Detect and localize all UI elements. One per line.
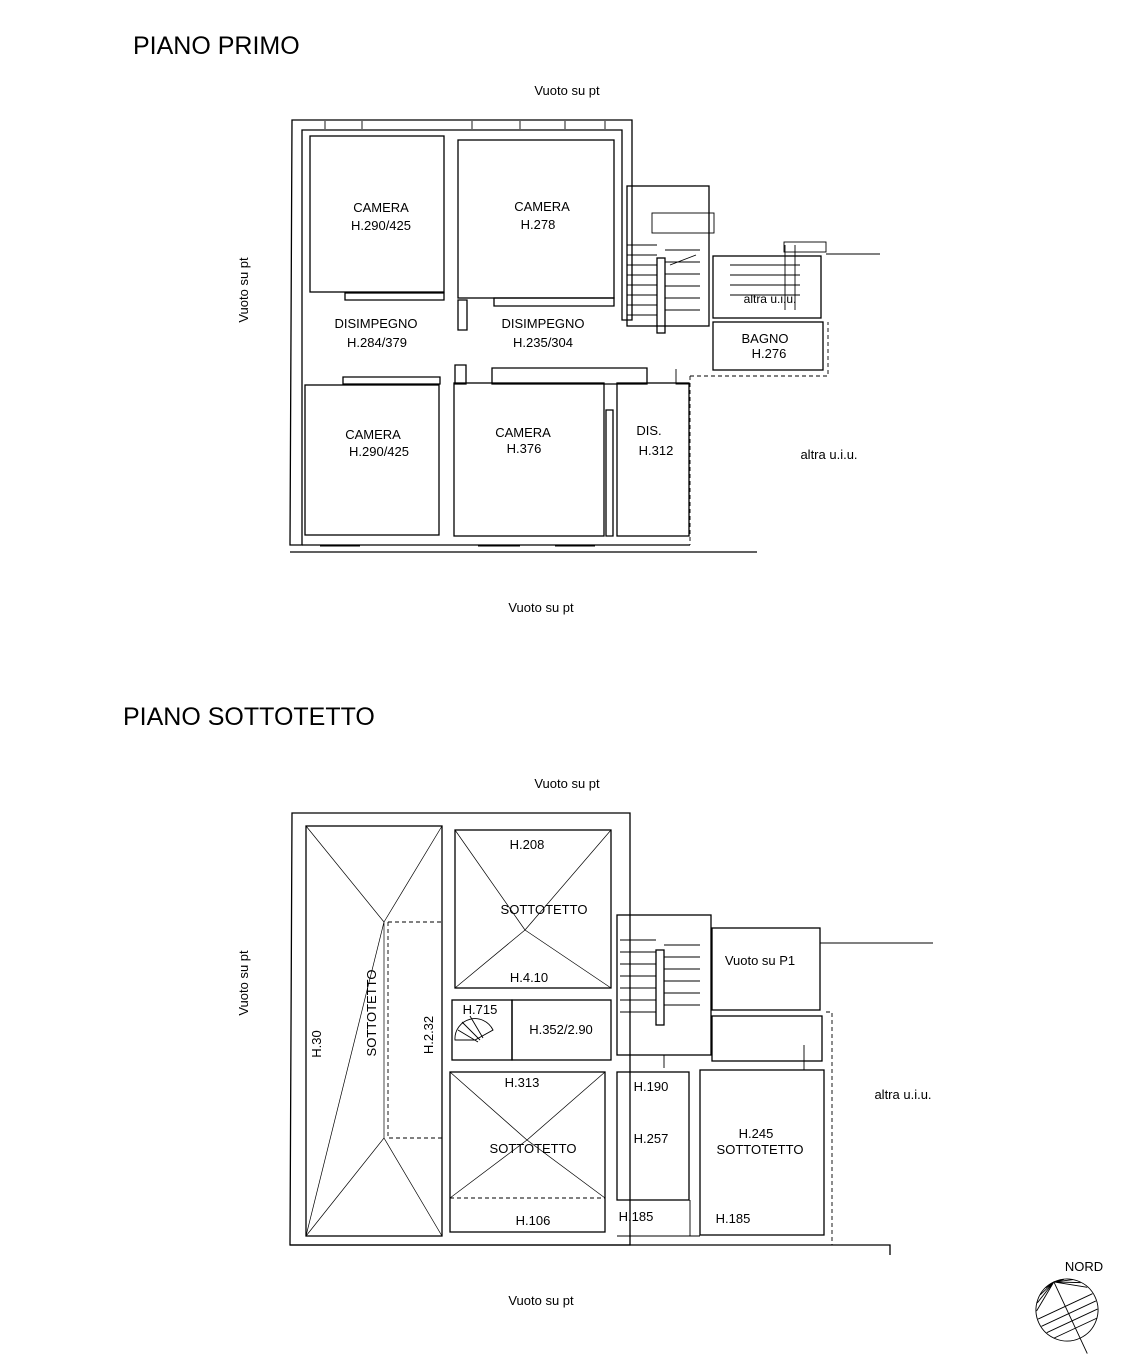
compass-label: NORD [1065, 1259, 1103, 1274]
room-dis-name: DIS. [636, 423, 661, 438]
attic-void-label-bottom: Vuoto su pt [508, 1293, 574, 1308]
first-floor-title: PIANO PRIMO [133, 32, 300, 60]
attic-h257: H.257 [634, 1131, 669, 1146]
attic-other-unit-label: altra u.i.u. [874, 1087, 931, 1102]
room-camera-nw-height: H.290/425 [351, 218, 411, 233]
room-disimpegno-e-name: DISIMPEGNO [501, 316, 584, 331]
room-camera-ne-name: CAMERA [514, 199, 570, 214]
attic-sottotetto-s: SOTTOTETTO [490, 1141, 577, 1156]
attic-sottotetto-n: SOTTOTETTO [501, 902, 588, 917]
room-dis-height: H.312 [639, 443, 674, 458]
other-unit-stair-label: altra u.i.u. [744, 292, 797, 306]
attic-h106: H.106 [516, 1213, 551, 1228]
attic-h30: H.30 [309, 1030, 324, 1057]
compass-rose-icon [1035, 1278, 1099, 1354]
attic-h352: H.352/2.90 [529, 1022, 593, 1037]
attic-h245: H.245 [739, 1126, 774, 1141]
attic-h190: H.190 [634, 1079, 669, 1094]
attic-h208: H.208 [510, 837, 545, 852]
attic-h410: H.4.10 [510, 970, 548, 985]
room-disimpegno-w-name: DISIMPEGNO [334, 316, 417, 331]
room-camera-s-name: CAMERA [495, 425, 551, 440]
north-compass: NORD [1035, 1259, 1103, 1354]
attic-h232: H.2.32 [421, 1016, 436, 1054]
room-camera-s-height: H.376 [507, 441, 542, 456]
attic-h185-b: H.185 [716, 1211, 751, 1226]
void-label-top: Vuoto su pt [534, 83, 600, 98]
attic-sottotetto-e: SOTTOTETTO [717, 1142, 804, 1157]
first-floor-plan: PIANO PRIMO Vuoto su pt Vuoto su pt Vuot… [133, 32, 880, 615]
room-camera-sw-name: CAMERA [345, 427, 401, 442]
attic-h313: H.313 [505, 1075, 540, 1090]
attic-h715: H.715 [463, 1002, 498, 1017]
room-camera-ne-height: H.278 [521, 217, 556, 232]
attic-walls [289, 812, 933, 1255]
attic-floor-title: PIANO SOTTOTETTO [123, 703, 375, 731]
room-camera-nw-name: CAMERA [353, 200, 409, 215]
room-bagno-name: BAGNO [742, 331, 789, 346]
attic-floor-plan: PIANO SOTTOTETTO Vuoto su pt Vuoto su pt… [123, 703, 933, 1308]
attic-sottotetto-vertical: SOTTOTETTO [364, 970, 379, 1057]
other-unit-label: altra u.i.u. [800, 447, 857, 462]
room-bagno-height: H.276 [752, 346, 787, 361]
attic-void-label-top: Vuoto su pt [534, 776, 600, 791]
room-disimpegno-e-height: H.235/304 [513, 335, 573, 350]
attic-room-labels: H.208 SOTTOTETTO H.4.10 H.715 H.352/2.90… [309, 837, 803, 1228]
first-floor-walls [289, 119, 880, 553]
attic-h185-a: H.185 [619, 1209, 654, 1224]
void-label-bottom: Vuoto su pt [508, 600, 574, 615]
attic-void-p1: Vuoto su P1 [725, 953, 795, 968]
attic-void-label-left: Vuoto su pt [236, 950, 251, 1016]
room-disimpegno-w-height: H.284/379 [347, 335, 407, 350]
first-floor-room-labels: CAMERA H.290/425 CAMERA H.278 DISIMPEGNO… [334, 199, 796, 459]
void-label-left: Vuoto su pt [236, 257, 251, 323]
room-camera-sw-height: H.290/425 [349, 444, 409, 459]
